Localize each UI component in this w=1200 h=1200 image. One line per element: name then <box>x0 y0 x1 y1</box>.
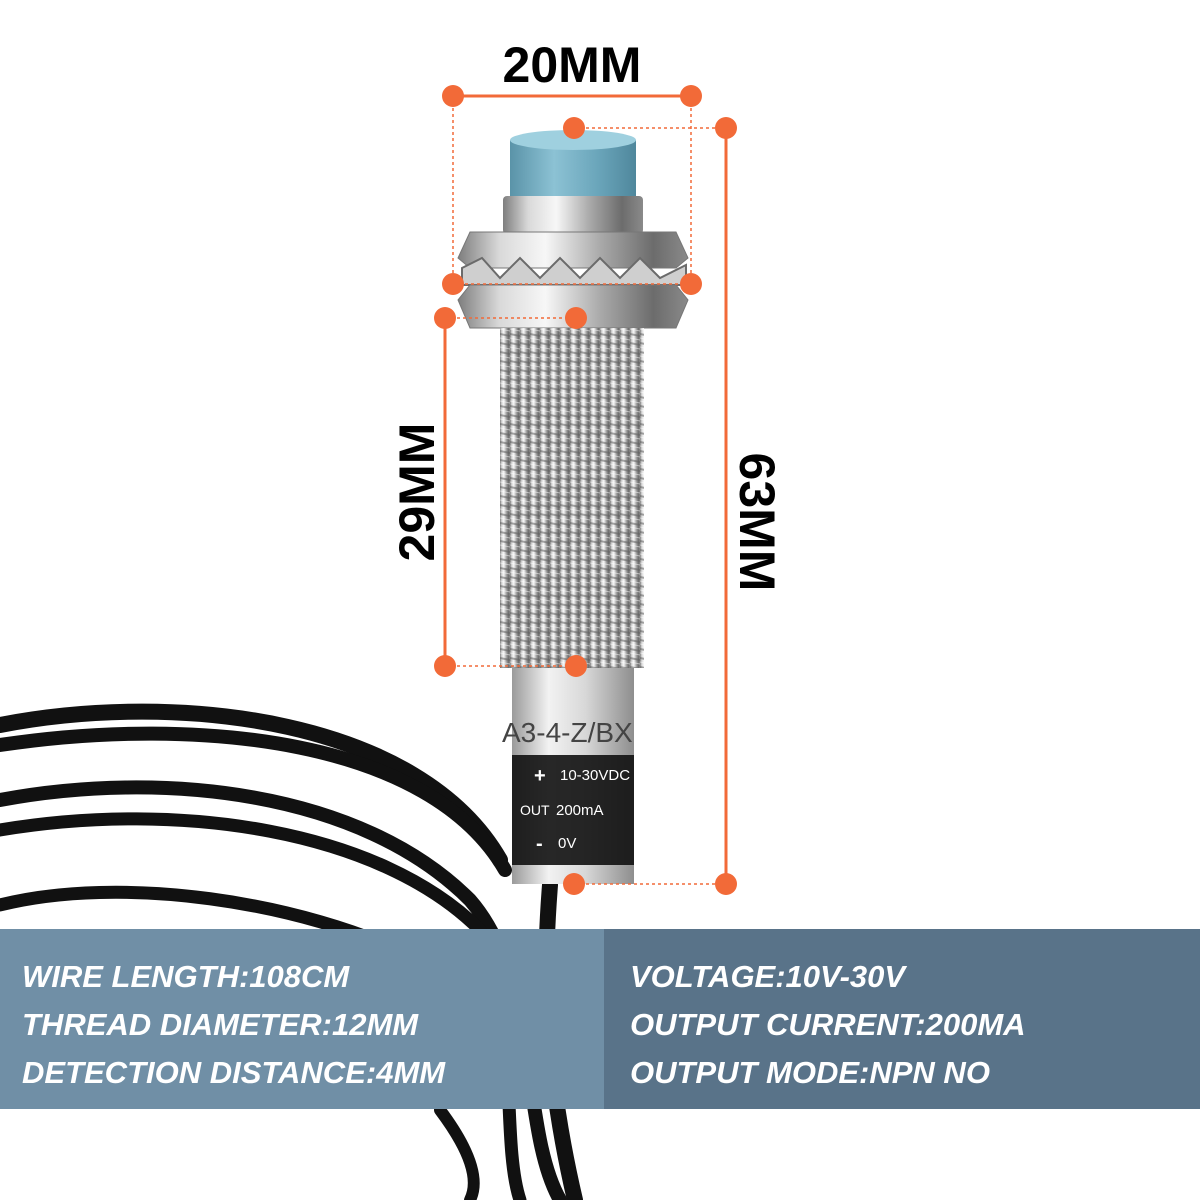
marker-dot <box>715 117 737 139</box>
spec-output-current: OUTPUT CURRENT:200MA <box>630 1007 1026 1042</box>
marker-dot <box>715 873 737 895</box>
marker-dot <box>565 307 587 329</box>
marker-dot <box>565 655 587 677</box>
sensor-print-current: 200mA <box>556 802 604 819</box>
width-dimension-label: 20MM <box>502 37 642 93</box>
sensor-model-print: A3-4-Z/BX <box>502 717 633 748</box>
hex-nut-top <box>457 231 689 269</box>
marker-dot <box>680 273 702 295</box>
thread-length-dimension-label: 29MM <box>389 422 445 562</box>
marker-dot <box>434 307 456 329</box>
spec-voltage: VOLTAGE:10V-30V <box>630 959 906 994</box>
sensor-print-out: OUT <box>520 802 550 818</box>
spec-panel-left: WIRE LENGTH:108CM THREAD DIAMETER:12MM D… <box>0 929 604 1109</box>
spec-panel-right: VOLTAGE:10V-30V OUTPUT CURRENT:200MA OUT… <box>604 929 1200 1109</box>
threaded-body <box>500 328 644 668</box>
marker-dot <box>563 117 585 139</box>
marker-dot <box>680 85 702 107</box>
spec-output-mode: OUTPUT MODE:NPN NO <box>630 1055 990 1090</box>
dimension-guides <box>443 94 728 885</box>
hex-nut-bottom <box>457 284 689 329</box>
spec-wire-length: WIRE LENGTH:108CM <box>22 959 350 994</box>
sensor-print-minus: - <box>536 833 543 855</box>
sensor-print-plus: + <box>534 765 546 787</box>
sensor-print-ground: 0V <box>558 835 576 852</box>
marker-dot <box>442 85 464 107</box>
marker-dot <box>434 655 456 677</box>
sensor-collar <box>503 196 643 234</box>
dimension-markers <box>434 85 737 895</box>
sensor-cap <box>510 132 636 200</box>
sensor-print-voltage: 10-30VDC <box>560 767 630 784</box>
spec-thread-diameter: THREAD DIAMETER:12MM <box>22 1007 419 1042</box>
marker-dot <box>563 873 585 895</box>
total-length-dimension-label: 63MM <box>729 452 785 592</box>
marker-dot <box>442 273 464 295</box>
spec-detection-distance: DETECTION DISTANCE:4MM <box>22 1055 446 1090</box>
